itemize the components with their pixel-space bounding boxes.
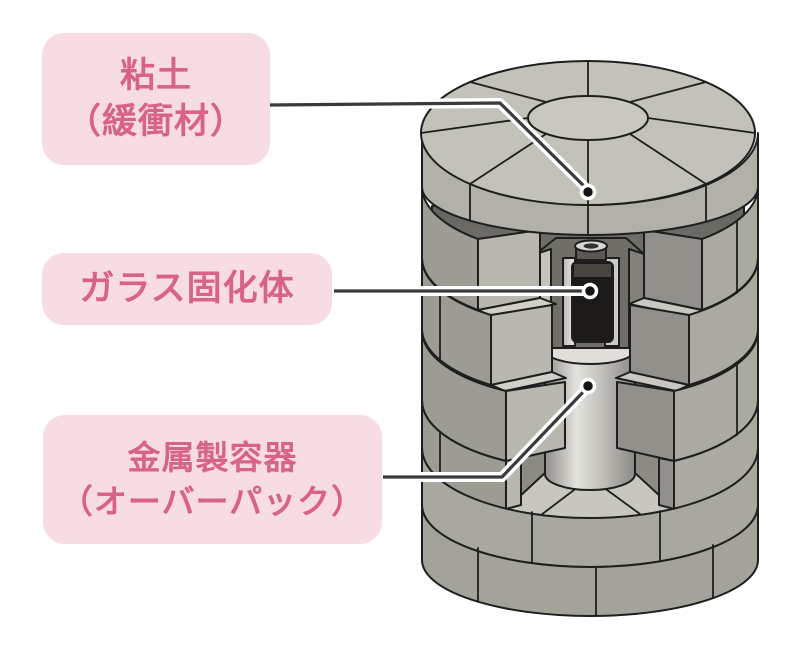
label-glass-line1: ガラス固化体 bbox=[79, 268, 295, 309]
label-overpack-line2: （オーバーパック） bbox=[59, 481, 366, 521]
clay-buffer-lid bbox=[420, 60, 759, 236]
marker-dot-clay bbox=[579, 183, 597, 201]
marker-dot-overpack bbox=[579, 377, 597, 395]
clay-base-rings bbox=[421, 447, 759, 617]
leader-line-glass bbox=[334, 282, 599, 300]
label-glass-canister: ガラス固化体 bbox=[42, 253, 332, 325]
glass-canister bbox=[571, 239, 614, 343]
label-clay-buffer: 粘土 （緩衝材） bbox=[42, 33, 270, 165]
label-overpack-line1: 金属製容器 bbox=[127, 437, 298, 477]
label-metal-overpack: 金属製容器 （オーバーパック） bbox=[43, 415, 382, 544]
label-clay-line1: 粘土 bbox=[119, 55, 192, 96]
marker-dot-glass bbox=[581, 282, 599, 300]
leader-line-overpack bbox=[383, 377, 597, 482]
leader-line-clay bbox=[269, 98, 597, 201]
label-clay-line2: （緩衝材） bbox=[65, 102, 246, 142]
